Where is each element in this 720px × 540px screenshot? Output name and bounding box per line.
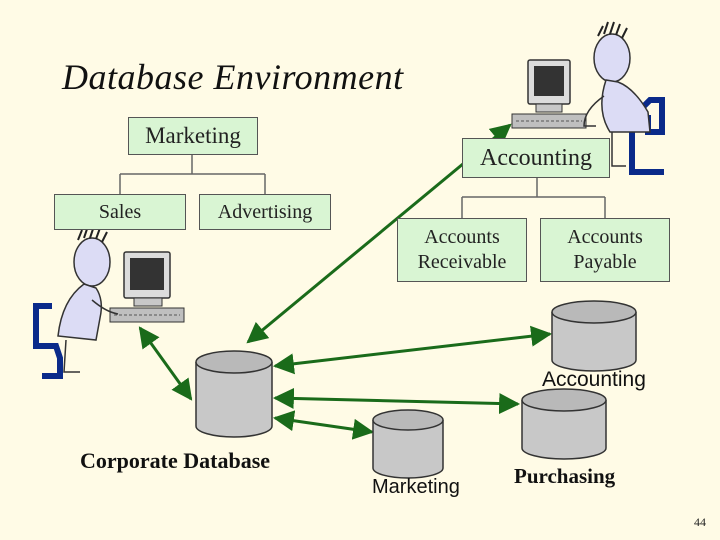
slide-title: Database Environment bbox=[62, 57, 404, 97]
advertising-box: Advertising bbox=[199, 194, 331, 230]
purchasing-database-label: Purchasing bbox=[514, 464, 616, 488]
accounting-database-cylinder bbox=[551, 300, 637, 372]
accounts-payable-box: Accounts Payable bbox=[540, 218, 670, 282]
marketing-user-at-computer-icon bbox=[33, 225, 185, 379]
accounting-user-at-computer-icon bbox=[511, 21, 665, 175]
accounts-receivable-box: Accounts Receivable bbox=[397, 218, 527, 282]
purchasing-database-cylinder bbox=[521, 388, 607, 460]
accounting-connector bbox=[461, 178, 606, 218]
sales-box: Sales bbox=[54, 194, 186, 230]
marketing-database-label: Marketing bbox=[372, 476, 460, 498]
accounting-department-box: Accounting bbox=[462, 138, 610, 178]
marketing-connector bbox=[119, 155, 266, 194]
page-number: 44 bbox=[694, 515, 706, 529]
arrow-marketing-user-to-corporate bbox=[138, 326, 193, 401]
corporate-database-label: Corporate Database bbox=[80, 448, 271, 473]
corporate-database-cylinder bbox=[195, 350, 273, 438]
accounting-database-label: Accounting bbox=[542, 368, 646, 391]
marketing-department-box: Marketing bbox=[128, 117, 258, 155]
arrow-corporate-to-purchasing-db bbox=[272, 387, 521, 415]
marketing-database-cylinder bbox=[372, 409, 444, 479]
arrow-corporate-to-accounting-db bbox=[272, 325, 553, 375]
arrow-corporate-to-marketing-db bbox=[272, 410, 375, 440]
